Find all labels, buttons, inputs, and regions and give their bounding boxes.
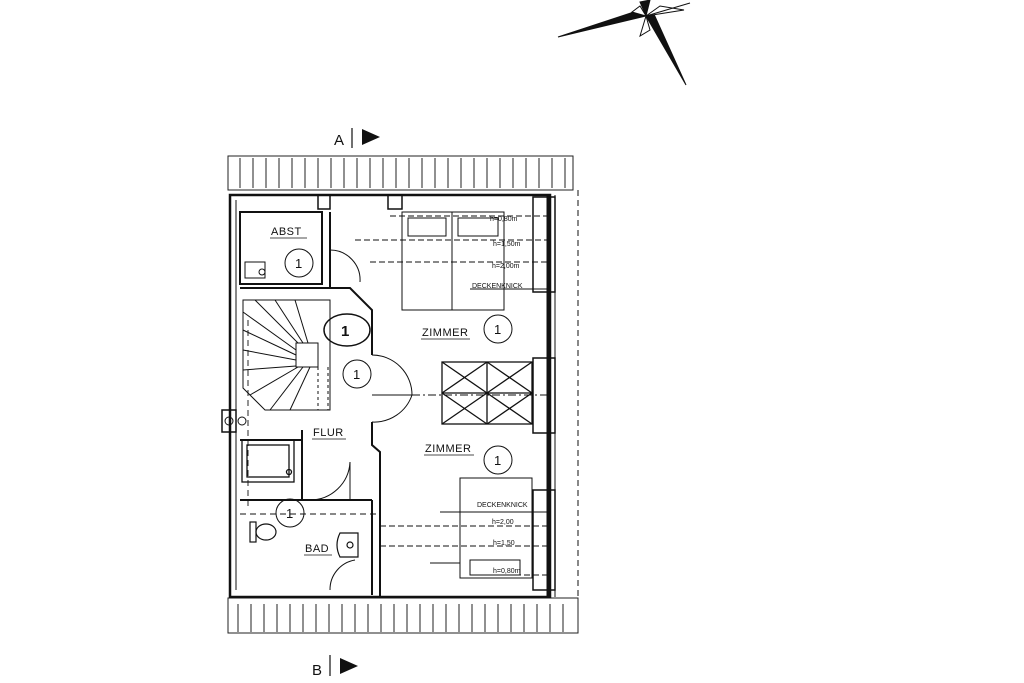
- outer-walls: [221, 190, 579, 599]
- svg-text:1: 1: [353, 367, 360, 382]
- compass-rose-icon: [557, 0, 691, 86]
- room-tag-bad: 1: [275, 498, 305, 528]
- svg-text:1: 1: [494, 322, 501, 337]
- unit-number-badge: 1: [323, 313, 371, 347]
- height-note-top-200: h=2,00m: [492, 263, 520, 270]
- room-label-flur: FLUR: [313, 427, 344, 439]
- bed-icon: [401, 211, 505, 311]
- interior-walls: [239, 211, 381, 597]
- height-note-top-150: h=1,50m: [493, 241, 521, 248]
- section-arrow-icon: [362, 129, 380, 145]
- room-label-zimmer-top: ZIMMER: [422, 327, 468, 339]
- toilet-icon: [249, 521, 277, 543]
- section-marker-a: A: [334, 128, 380, 149]
- roof-band-top: [227, 155, 574, 191]
- section-label-b: B: [312, 662, 322, 679]
- room-label-zimmer-bottom: ZIMMER: [425, 443, 471, 455]
- stair-icon: [242, 299, 331, 411]
- height-note-top-deckenknick: DECKENKNICK: [472, 283, 523, 290]
- room-label-bad: BAD: [305, 543, 329, 555]
- abst-fixture: [244, 261, 266, 279]
- shower-icon: [241, 439, 295, 483]
- height-note-bottom-deckenknick: DECKENKNICK: [477, 502, 528, 509]
- height-note-bottom-200: h=2,00: [492, 519, 514, 526]
- room-tag-abst: 1: [284, 248, 314, 278]
- section-label-a: A: [334, 132, 344, 149]
- room-tag-zimmer-top: 1: [483, 314, 513, 344]
- height-lines: [240, 215, 548, 576]
- height-note-bottom-080: h=0,80m: [493, 568, 521, 575]
- svg-text:1: 1: [295, 256, 302, 271]
- height-note-bottom-150: h=1,50: [493, 540, 515, 547]
- bed-icon: [430, 477, 533, 579]
- height-note-top-080: h=0,80m: [490, 216, 518, 223]
- sink-icon: [336, 532, 359, 558]
- door-swings: [309, 249, 413, 591]
- roof-band-bottom: [227, 597, 579, 634]
- wardrobe-cross-boxes: [441, 361, 533, 425]
- section-arrow-icon: [340, 658, 358, 674]
- room-tag-flur: 1: [342, 359, 372, 389]
- unit-number: 1: [341, 323, 349, 340]
- svg-text:1: 1: [286, 506, 293, 521]
- svg-text:1: 1: [494, 453, 501, 468]
- section-marker-b: B: [312, 655, 358, 679]
- room-tag-zimmer-bottom: 1: [483, 445, 513, 475]
- room-tags: 1 1 1 1 1: [275, 248, 513, 528]
- room-label-abst: ABST: [271, 226, 302, 238]
